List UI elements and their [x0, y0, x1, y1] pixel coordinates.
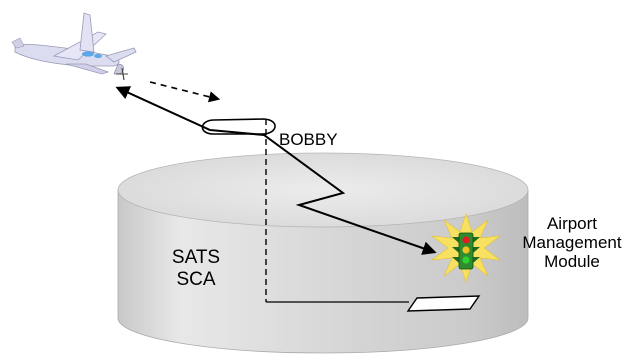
datalink-arrow: [149, 81, 221, 103]
module-label: Airport Management Module: [520, 214, 624, 271]
traffic-signal-icon: [430, 213, 502, 283]
region-label: SATS SCA: [158, 247, 234, 291]
module-label-line3: Module: [544, 252, 600, 271]
module-label-line1: Airport: [546, 214, 598, 233]
region-label-line1: SATS: [171, 247, 221, 268]
aircraft-icon: [11, 12, 137, 81]
runway-icon: [406, 295, 481, 312]
fix-label: BOBBY: [279, 130, 338, 149]
region-label-line2: SCA: [176, 269, 216, 290]
module-label-line2: Management: [522, 233, 622, 252]
aircraft-path: [115, 86, 437, 255]
